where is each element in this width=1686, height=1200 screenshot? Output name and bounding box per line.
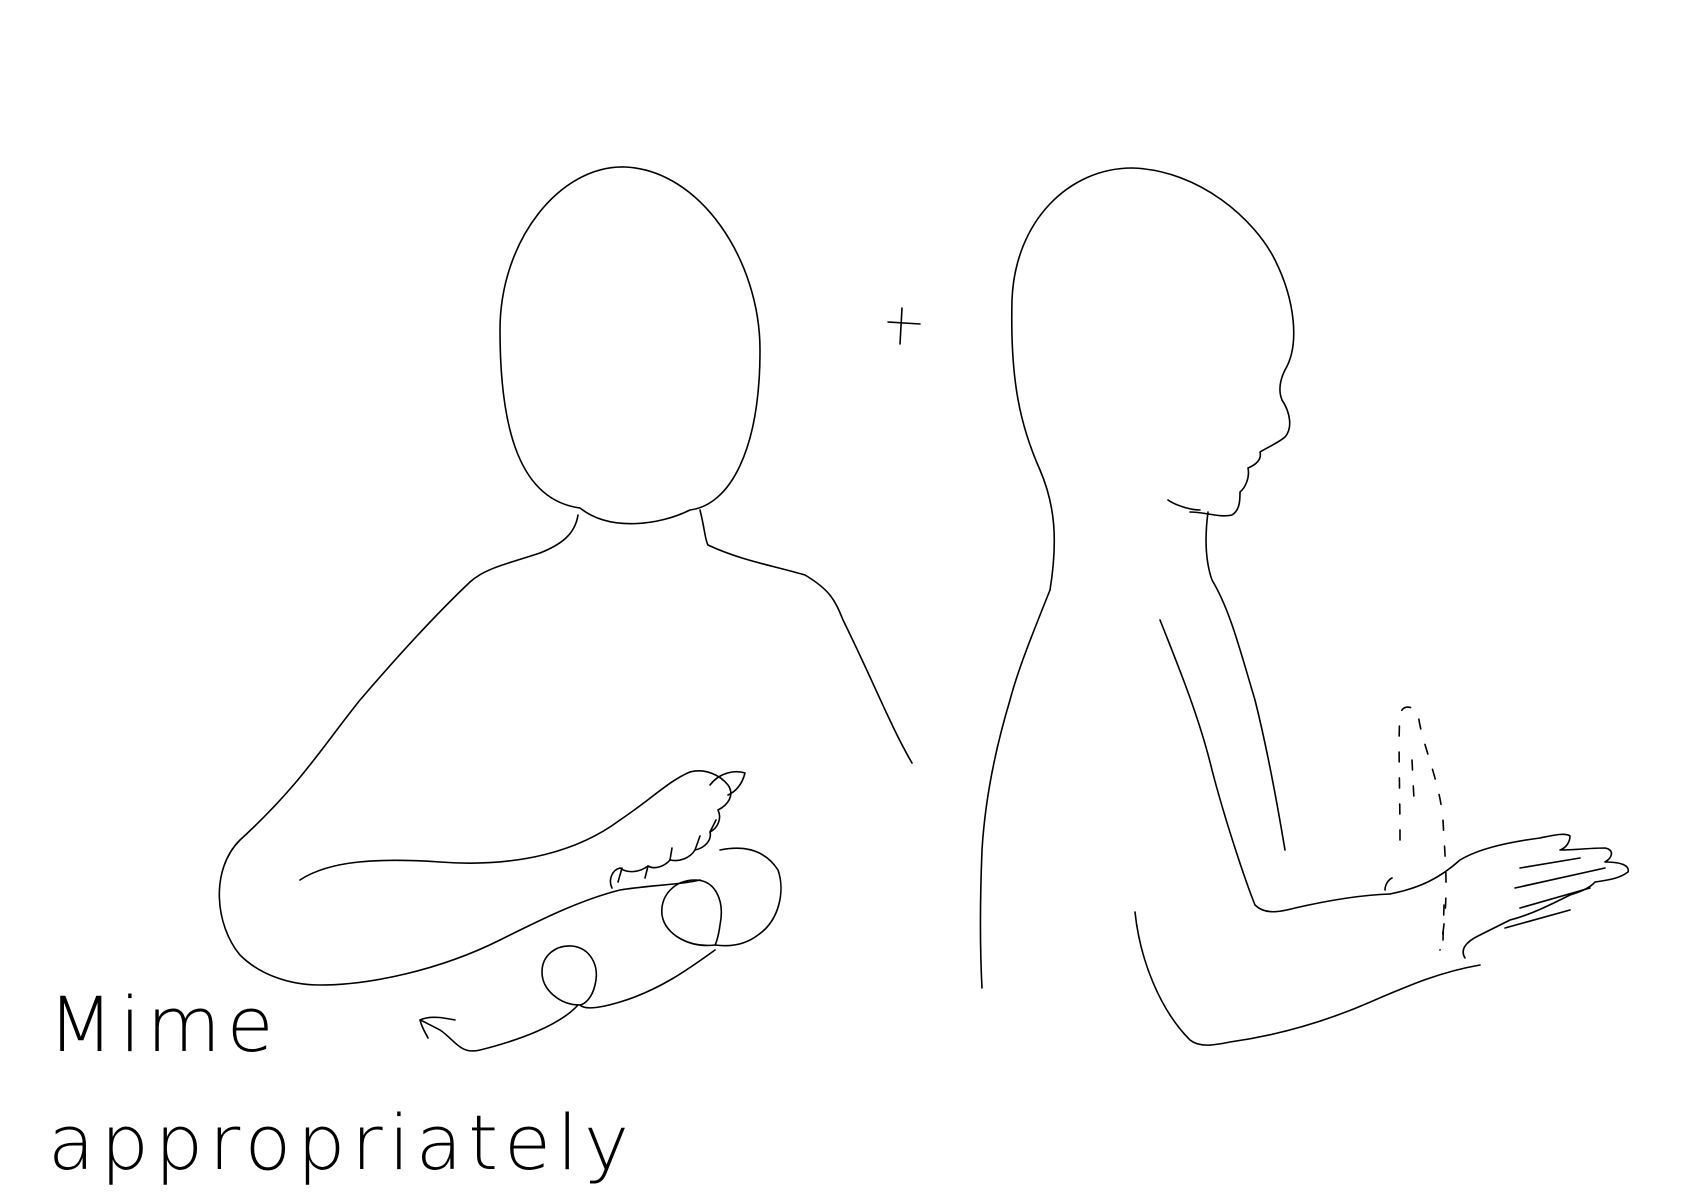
caption-line-2: appropriately: [48, 1098, 635, 1187]
right-wrist-line: [1384, 877, 1393, 891]
right-hand: [1389, 833, 1629, 959]
left-head: [499, 166, 761, 525]
right-head-back: [1010, 167, 1133, 591]
right-head-front: [1131, 167, 1295, 401]
left-hand-open: [714, 847, 782, 947]
caption-line-1: Mime: [48, 980, 280, 1069]
right-figure: [979, 167, 1629, 1046]
left-neck-right: [699, 509, 709, 546]
right-motion-dashed: [1398, 706, 1447, 951]
left-fist: [609, 770, 732, 889]
right-arm-top: [1159, 619, 1391, 913]
left-motion-arrow: [419, 1004, 579, 1052]
right-arm-bottom: [1134, 911, 1481, 1046]
left-forearm-top: [299, 771, 691, 881]
left-figure: [218, 166, 913, 1052]
right-face-profile: [1189, 399, 1291, 517]
left-finger-circle-2: [541, 945, 597, 1006]
left-lower-hand: [579, 949, 716, 1009]
left-shoulder-left: [218, 552, 541, 986]
left-finger-circle-1: [661, 879, 722, 947]
left-fist-thumb: [709, 770, 746, 796]
right-chin-neck: [1167, 499, 1201, 511]
caption: Mime appropriately: [48, 966, 635, 1200]
right-motion-dashed-inner: [1411, 759, 1445, 941]
right-back: [979, 589, 1051, 989]
right-neck-front: [1205, 511, 1286, 851]
right-finger-lines: [1504, 857, 1606, 929]
cross-mark: [887, 307, 921, 345]
left-neck-left: [539, 514, 579, 554]
left-shoulder-right: [707, 544, 913, 764]
left-fist-knuckles: [617, 819, 717, 883]
